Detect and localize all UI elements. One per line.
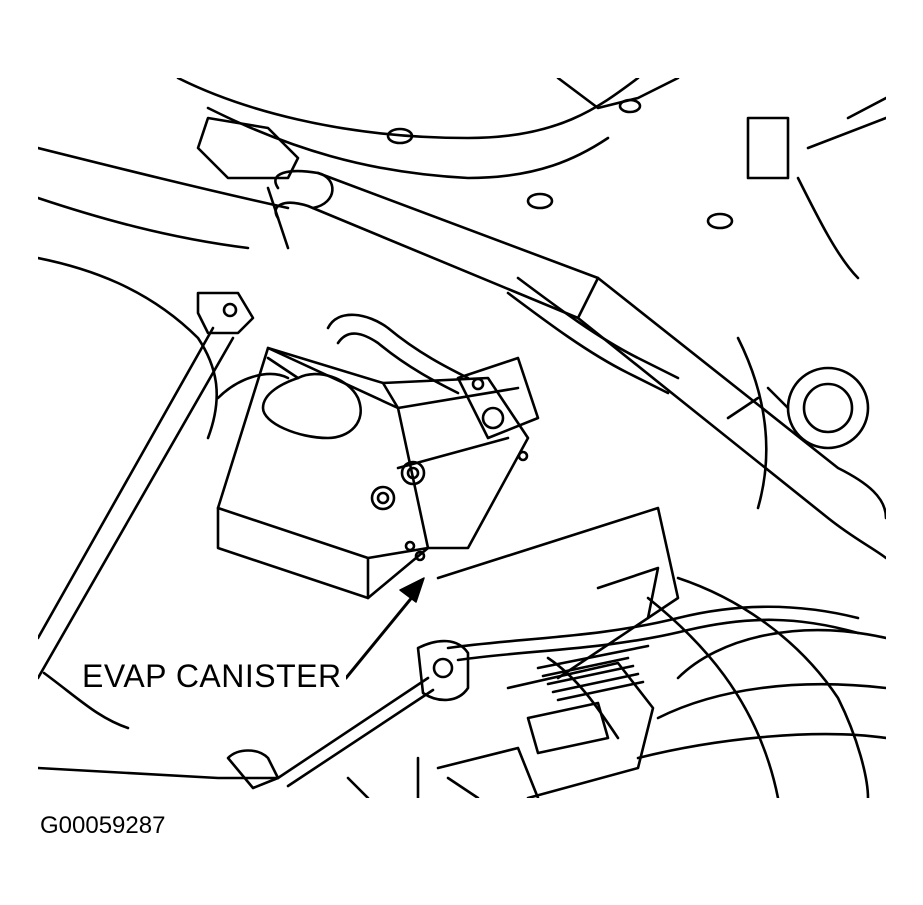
heat-shield	[436, 506, 886, 760]
vapor-hoses	[216, 276, 860, 740]
evap-canister-label: EVAP CANISTER	[78, 658, 346, 695]
wheel-assembly	[646, 96, 886, 798]
crossmember	[274, 169, 886, 560]
callout-leader-arrow	[344, 577, 425, 680]
figure-id: G00059287	[40, 812, 166, 839]
mounting-bracket	[196, 186, 290, 335]
undercarriage-illustration	[38, 78, 886, 798]
lower-components	[38, 639, 655, 798]
left-frame-rail	[38, 326, 235, 730]
floor-pan	[38, 78, 734, 440]
evap-canister	[216, 346, 540, 600]
